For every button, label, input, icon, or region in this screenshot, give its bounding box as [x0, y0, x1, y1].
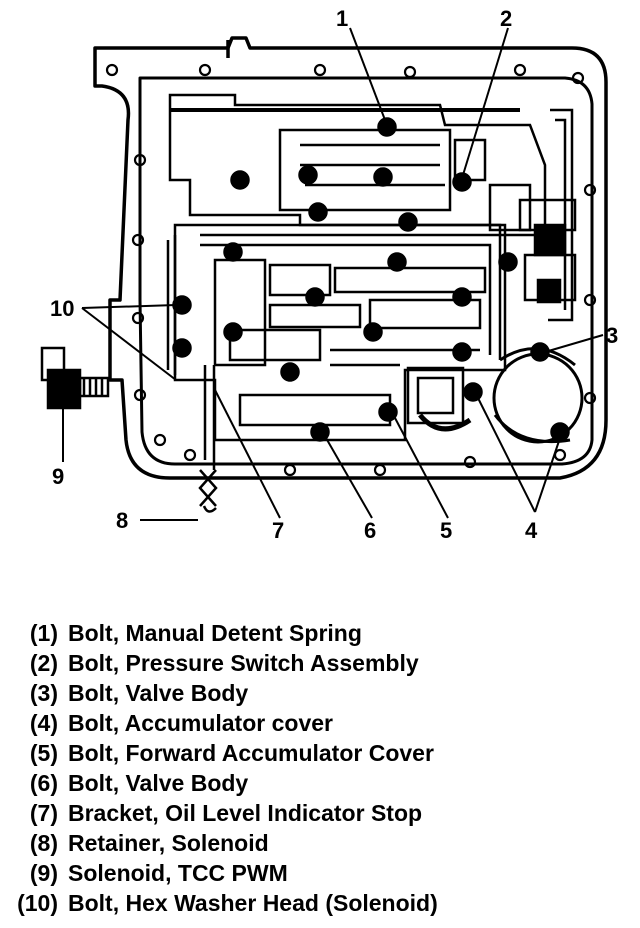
- legend-number: (9): [29, 860, 58, 886]
- legend-item: (2) Bolt, Pressure Switch Assembly: [8, 648, 628, 678]
- legend-number: (7): [29, 800, 58, 826]
- legend-item: (4) Bolt, Accumulator cover: [8, 708, 628, 738]
- legend-text: Bolt, Valve Body: [68, 680, 249, 706]
- callout-3: 3: [606, 323, 618, 348]
- leader-lines: [62, 27, 604, 521]
- legend-item: (8) Retainer, Solenoid: [8, 828, 628, 858]
- legend-text: Bolt, Pressure Switch Assembly: [68, 650, 419, 676]
- legend-number: (5): [29, 740, 58, 766]
- callout-1: 1: [336, 6, 348, 31]
- callout-6: 6: [364, 518, 376, 543]
- callout-4: 4: [525, 518, 538, 543]
- legend-item: (9) Solenoid, TCC PWM: [8, 858, 628, 888]
- legend-item: (10) Bolt, Hex Washer Head (Solenoid): [8, 888, 628, 918]
- legend-item: (7) Bracket, Oil Level Indicator Stop: [8, 798, 628, 828]
- legend-text: Bolt, Hex Washer Head (Solenoid): [68, 890, 438, 916]
- legend-number: (2): [29, 650, 58, 676]
- parts-legend: (1) Bolt, Manual Detent Spring (2) Bolt, P…: [8, 618, 628, 918]
- legend-text: Bolt, Manual Detent Spring: [68, 620, 362, 646]
- upper-valve-body: [168, 93, 547, 237]
- legend-item: (1) Bolt, Manual Detent Spring: [8, 618, 628, 648]
- callout-5: 5: [440, 518, 452, 543]
- legend-item: (3) Bolt, Valve Body: [8, 678, 628, 708]
- valve-body-bolts: [172, 117, 570, 442]
- legend-text: Solenoid, TCC PWM: [68, 860, 288, 886]
- legend-number: (4): [29, 710, 58, 736]
- legend-number: (6): [29, 770, 58, 796]
- legend-text: Bolt, Accumulator cover: [68, 710, 333, 736]
- callout-10: 10: [50, 296, 74, 321]
- callout-9: 9: [52, 464, 64, 489]
- bracket-and-retainer: [198, 365, 218, 513]
- lower-valve-body: [166, 223, 507, 442]
- case-bolt-holes: [105, 63, 597, 477]
- legend-text: Bolt, Valve Body: [68, 770, 249, 796]
- legend-item: (5) Bolt, Forward Accumulator Cover: [8, 738, 628, 768]
- legend-number: (3): [29, 680, 58, 706]
- legend-number: (1): [29, 620, 58, 646]
- legend-number: (8): [29, 830, 58, 856]
- legend-text: Retainer, Solenoid: [68, 830, 269, 856]
- legend-number: (10): [17, 890, 58, 916]
- forward-accumulator-cover: [406, 366, 472, 432]
- pressure-switch-assembly: [518, 108, 577, 322]
- valve-body-diagram: 1 2 3 4 5 6 7 8 9 10: [40, 6, 618, 543]
- case-outline: [93, 36, 608, 480]
- legend-text: Bolt, Forward Accumulator Cover: [68, 740, 434, 766]
- callout-8: 8: [116, 508, 128, 533]
- callout-numbers: 1 2 3 4 5 6 7 8 9 10: [50, 6, 618, 543]
- callout-2: 2: [500, 6, 512, 31]
- legend-text: Bracket, Oil Level Indicator Stop: [68, 800, 423, 826]
- tcc-pwm-solenoid: [40, 346, 110, 410]
- legend-item: (6) Bolt, Valve Body: [8, 768, 628, 798]
- callout-7: 7: [272, 518, 284, 543]
